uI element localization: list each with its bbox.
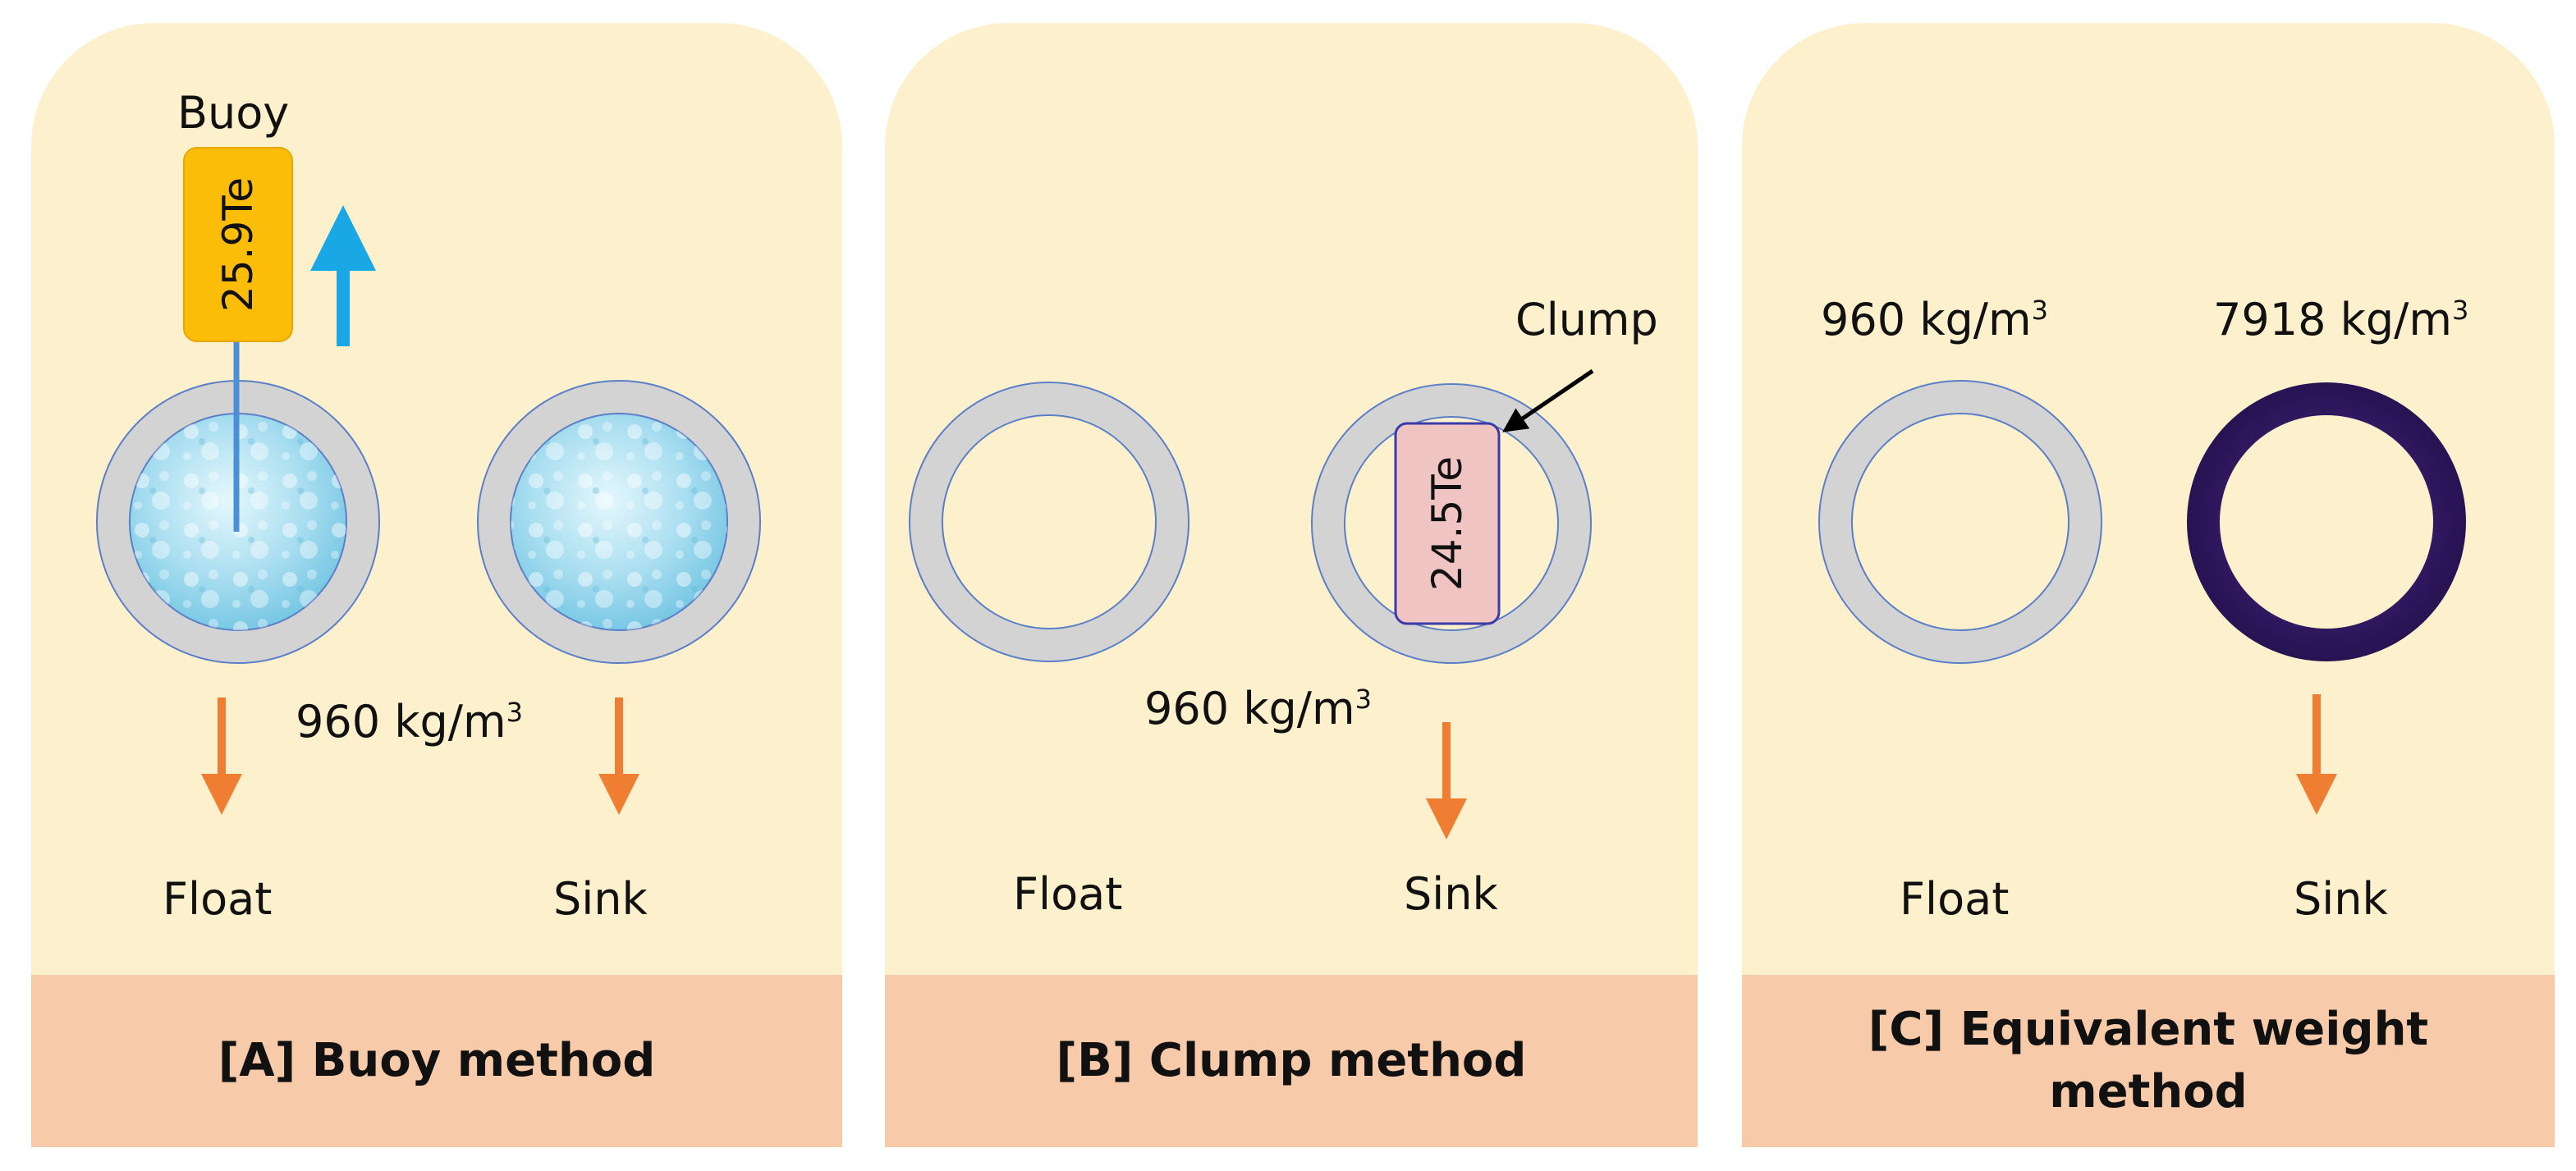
density-value: 960 kg/m [296, 696, 506, 748]
buoy-label: Buoy [177, 87, 290, 139]
buoy-weight-wrapper: 25.9Te [184, 148, 292, 341]
clump-pointer-arrow-icon [1502, 368, 1594, 432]
left-density-value: 960 kg/m [1821, 294, 2032, 345]
panel-buoy-method: Buoy 25.9Te 960 kg/m3 Float Sink [A] Buo… [31, 23, 842, 1147]
panel-title-bar: [A] Buoy method [31, 975, 842, 1147]
float-label: Float [1900, 873, 2010, 925]
panel-title: [B] Clump method [1056, 1034, 1527, 1087]
sink-label: Sink [553, 873, 648, 925]
buoy-weight-label: 25.9Te [214, 176, 263, 313]
equivalent-weight-diagram [1818, 380, 2466, 815]
sink-label: Sink [1404, 868, 1498, 920]
panel-clump-method: Clump 24.5Te 960 kg/m3 Float Sink [B] Cl… [885, 23, 1698, 1147]
pipe-right-heavy [2187, 382, 2466, 661]
density-value: 960 kg/m [1144, 683, 1355, 734]
left-density-exponent: 3 [2031, 295, 2048, 326]
sink-label: Sink [2294, 873, 2388, 925]
pipe-right-flooded [477, 380, 761, 664]
panel-title: [C] Equivalent weight method [1868, 1003, 2429, 1118]
panel-equivalent-weight-method: 960 kg/m3 7918 kg/m3 Float Sink [C] Equi… [1742, 23, 2555, 1147]
density-label: 960 kg/m3 [296, 696, 523, 748]
density-label: 960 kg/m3 [1144, 683, 1372, 734]
clump-weight-label: 24.5Te [1423, 455, 1472, 592]
buoy-method-diagram [96, 147, 761, 815]
density-exponent: 3 [1354, 684, 1372, 715]
pipe-left-light [1818, 380, 2102, 664]
panel-title: [A] Buoy method [218, 1034, 656, 1087]
right-density-value: 7918 kg/m [2213, 294, 2452, 345]
left-density-label: 960 kg/m3 [1821, 294, 2048, 345]
buoy-box [183, 147, 293, 342]
panel-title-bar: [C] Equivalent weight method [1742, 975, 2555, 1147]
pipe-left-empty [909, 382, 1189, 662]
float-label: Float [163, 873, 273, 925]
float-label: Float [1013, 868, 1123, 920]
panel-title-bar: [B] Clump method [885, 975, 1698, 1147]
right-density-label: 7918 kg/m3 [2213, 294, 2468, 345]
density-exponent: 3 [506, 697, 523, 728]
clump-label: Clump [1515, 294, 1658, 345]
clump-box [1394, 422, 1501, 625]
right-density-exponent: 3 [2451, 295, 2469, 326]
clump-method-diagram [909, 368, 1594, 839]
clump-weight-wrapper: 24.5Te [1396, 423, 1499, 624]
